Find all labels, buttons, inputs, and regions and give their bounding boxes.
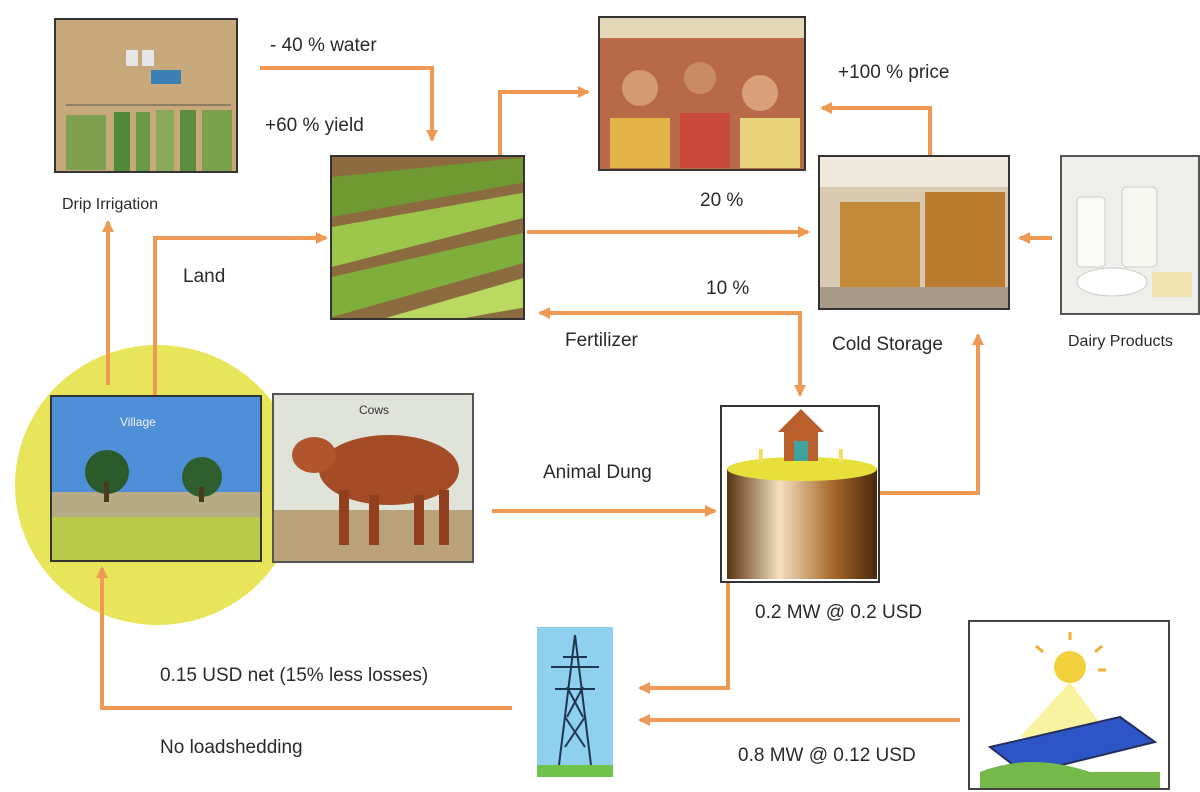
arrow-fertilizer [538,307,802,395]
arrow-biogas-grid [638,582,730,694]
arrow-price [820,102,932,155]
price-increase-label: +100 % price [838,62,950,83]
arrow-field-market [498,86,590,155]
village-image: Village [50,395,262,562]
drip-irrigation-image [54,18,238,173]
solar-panel-image [968,620,1170,790]
cold-storage-image [818,155,1010,310]
land-label: Land [183,266,226,287]
grid-tower-image [537,627,613,777]
drip-irrigation-label: Drip Irrigation [62,196,159,213]
animal-dung-label: Animal Dung [543,462,652,483]
biogas-plant-image [720,405,880,583]
to-biogas-percent: 10 % [706,278,750,299]
water-saving-label: - 40 % water [270,35,377,56]
arrow-biogas-storage [880,333,984,495]
solar-output-label: 0.8 MW @ 0.12 USD [738,745,916,766]
to-storage-percent: 20 % [700,190,744,211]
fertilizer-label: Fertilizer [565,330,638,351]
village-caption: Village [120,415,156,429]
yield-increase-label: +60 % yield [265,115,364,136]
arrow-water [260,66,438,142]
cows-caption: Cows [359,403,390,417]
cold-storage-label: Cold Storage [832,334,943,355]
arrow-grid-village [96,566,512,710]
biogas-output-label: 0.2 MW @ 0.2 USD [755,602,923,623]
net-price-label: 0.15 USD net (15% less losses) [160,665,429,686]
cows-image: Cows [272,393,474,563]
dairy-products-label: Dairy Products [1068,333,1173,350]
market-image [598,16,806,171]
field-image [330,155,525,320]
no-loadshedding-label: No loadshedding [160,737,303,758]
dairy-products-image [1060,155,1200,315]
arrow-land [153,232,328,395]
